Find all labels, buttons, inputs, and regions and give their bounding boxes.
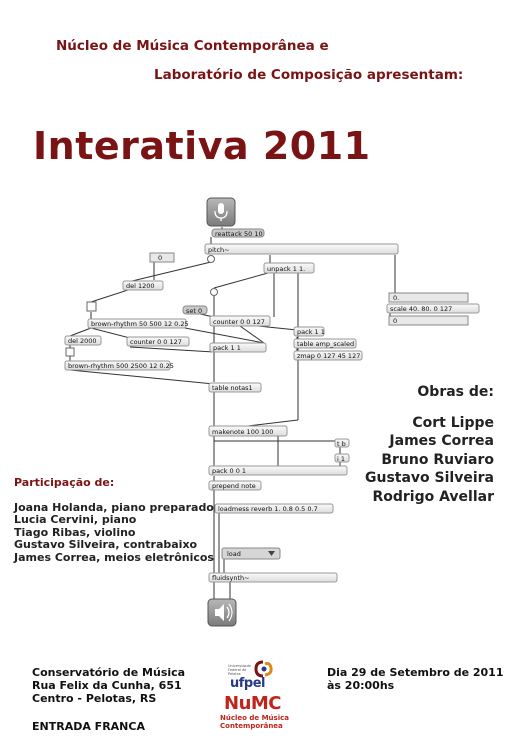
table-amp-label: table amp_scaled (297, 340, 354, 348)
pitch-object[interactable]: pitch~ (204, 243, 399, 255)
int-number-box[interactable]: 0 (388, 315, 469, 326)
participant-1: Joana Holanda, piano preparado (14, 500, 214, 514)
set0-label: set 0 (186, 307, 202, 315)
pack11b-label: pack 1 1 (213, 344, 241, 352)
counter1-object[interactable]: counter 0 0 127 (209, 315, 271, 327)
del1200-object[interactable]: del 1200 (122, 280, 164, 291)
del2000-label: del 2000 (68, 337, 97, 345)
int-number-label: 0 (393, 317, 397, 325)
entry-text: ENTRADA FRANCA (32, 720, 145, 733)
set0-message[interactable]: set 0 (182, 305, 208, 315)
prepend-object[interactable]: prepend note (208, 480, 262, 491)
logo-block: Universidade Federal de Pelotas ufpel Nu… (220, 658, 308, 740)
scale-label: scale 40. 80. 0 127 (390, 305, 452, 313)
header-line-1: Núcleo de Música Contemporânea e (56, 38, 329, 54)
adc-object[interactable] (206, 197, 236, 227)
participant-3: Tiago Ribas, violino (14, 525, 136, 539)
participacao-heading: Participação de: (14, 476, 115, 489)
zmap-label: zmap 0 127 45 127 (297, 352, 360, 360)
load-menu[interactable]: load (221, 547, 281, 560)
brown-rhythm1-label: brown-rhythm 50 500 12 0.25 (91, 320, 189, 328)
address-line-2: Rua Felix da Cunha, 651 (32, 679, 182, 692)
composer-4: Gustavo Silveira (364, 470, 494, 486)
pack11a-object[interactable]: pack 1 1 (293, 326, 325, 337)
load-menu-label: load (227, 550, 241, 558)
unpack-object[interactable]: unpack 1 1. (263, 262, 315, 274)
date-line-1: Dia 29 de Setembro de 2011 (327, 666, 504, 679)
del2000-object[interactable]: del 2000 (64, 335, 102, 346)
pitch-label: pitch~ (208, 246, 230, 254)
venue-address: Conservatório de Música Rua Felix da Cun… (32, 666, 185, 705)
numc-wordmark: NuMC (224, 693, 282, 714)
table-notas-label: table notas1 (212, 384, 253, 392)
entry-note: ENTRADA FRANCA (32, 720, 145, 733)
pack11b-object[interactable]: pack 1 1 (209, 342, 267, 353)
table-notas-object[interactable]: table notas1 (208, 382, 262, 393)
fluidsynth-object[interactable]: fluidsynth~ (208, 572, 338, 583)
numc-caption-line-2: Contemporânea (220, 721, 283, 730)
float-number-box[interactable]: 0. (388, 292, 469, 303)
unpack-label: unpack 1 1. (267, 265, 305, 273)
bang-button[interactable] (86, 301, 97, 312)
i1-label: i 1 (337, 455, 345, 463)
counter2-object[interactable]: counter 0 0 127 (126, 336, 190, 347)
fluidsynth-label: fluidsynth~ (212, 574, 250, 582)
tb-object[interactable]: t b (334, 438, 350, 448)
ufpel-caption: Universidade Federal de Pelotas (228, 664, 251, 676)
participant-4: Gustavo Silveira, contrabaixo (14, 538, 198, 552)
ufpel-logo (254, 660, 273, 678)
pack11a-label: pack 1 1 (297, 328, 325, 336)
composer-1: Cort Lippe (412, 414, 494, 431)
number-box-0[interactable]: 0 (149, 252, 175, 263)
brown-rhythm2-label: brown-rhythm 500 2500 12 0.25 (68, 362, 174, 370)
page-title: Interativa 2011 (33, 124, 371, 168)
scale-object[interactable]: scale 40. 80. 0 127 (386, 303, 480, 314)
brown-rhythm1-object[interactable]: brown-rhythm 50 500 12 0.25 (87, 318, 189, 329)
dac-object[interactable] (207, 598, 237, 627)
float-number-label: 0. (393, 294, 399, 302)
tb-label: t b (337, 440, 346, 448)
i1-object[interactable]: i 1 (334, 453, 350, 463)
composer-2: James Correa (389, 433, 494, 449)
table-amp-object[interactable]: table amp_scaled (293, 338, 357, 349)
toggle-box[interactable] (65, 347, 75, 357)
ufpel-wordmark: ufpel (230, 676, 266, 691)
date-line-2: às 20:00hs (327, 679, 395, 692)
participacao-section: Participação de: Joana Holanda, piano pr… (14, 476, 214, 565)
numc-caption: Núcleo de Música Contemporânea (220, 714, 289, 730)
reattack-object[interactable]: reattack 50 10 (211, 228, 265, 238)
prepend-label: prepend note (212, 482, 256, 490)
pack001-object[interactable]: pack 0 0 1 (208, 465, 348, 476)
obras-heading: Obras de: (417, 384, 494, 400)
makenote-label: makenote 100 100 (212, 428, 273, 436)
del1200-label: del 1200 (126, 282, 155, 290)
counter2-label: counter 0 0 127 (130, 338, 182, 346)
header-line-2: Laboratório de Composição apresentam: (154, 67, 464, 83)
loadmess-label: loadmess reverb 1. 0.8 0.5 0.7 (218, 505, 318, 513)
counter1-label: counter 0 0 127 (213, 318, 265, 326)
event-date: Dia 29 de Setembro de 2011 às 20:00hs (327, 666, 503, 692)
zmap-object[interactable]: zmap 0 127 45 127 (293, 350, 363, 361)
loadmess-object[interactable]: loadmess reverb 1. 0.8 0.5 0.7 (214, 503, 334, 514)
composer-5: Rodrigo Avellar (372, 488, 494, 505)
numc-caption-line-1: Núcleo de Música (220, 714, 289, 722)
patch-cords (69, 227, 396, 600)
participant-5: James Correa, meios eletrônicos (14, 550, 214, 564)
address-line-1: Conservatório de Música (32, 666, 186, 679)
chevron-down-icon (268, 551, 275, 556)
reattack-label: reattack 50 10 (215, 230, 263, 238)
brown-rhythm2-object[interactable]: brown-rhythm 500 2500 12 0.25 (64, 360, 174, 371)
composer-3: Bruno Ruviaro (381, 451, 494, 468)
address-line-3: Centro - Pelotas, RS (32, 692, 157, 705)
participant-2: Lucia Cervini, piano (14, 513, 137, 527)
makenote-object[interactable]: makenote 100 100 (208, 425, 288, 437)
number-box-0-label: 0 (158, 254, 162, 262)
obras-section: Obras de: Cort Lippe James Correa Bruno … (365, 383, 494, 506)
pack001-label: pack 0 0 1 (212, 467, 246, 475)
